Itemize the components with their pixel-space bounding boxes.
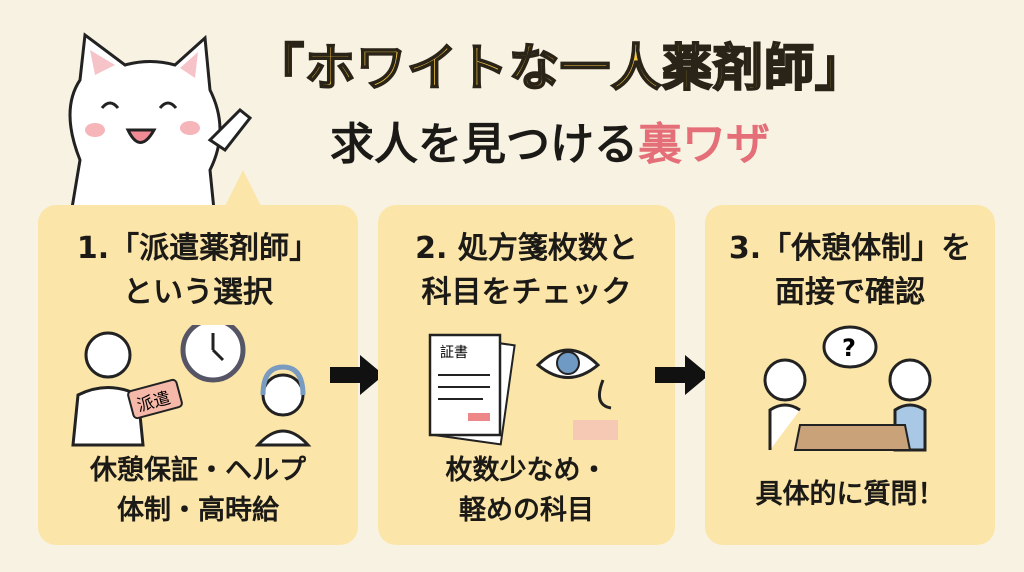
step-1-heading: 1.「派遣薬剤師」という選択 (76, 231, 320, 310)
prescription-eye-nose-icon: 証書 (428, 333, 618, 446)
svg-text:証書: 証書 (440, 345, 468, 361)
arrow-right-icon (655, 355, 709, 395)
step-2-heading: 2. 処方箋枚数と科目をチェック (415, 231, 638, 310)
step-2-footer: 枚数少なめ・軽めの科目 (445, 455, 608, 526)
arrow-right-icon (330, 355, 384, 395)
svg-text:?: ? (842, 334, 856, 362)
title-accent: 裏ワザ (638, 119, 770, 170)
step-1-footer: 休憩保証・ヘルプ体制・高時給 (90, 455, 306, 526)
step-3-footer: 具体的に質問！ (755, 479, 945, 510)
title-line-1: 「ホワイトな一人薬剤師」 (253, 38, 866, 98)
step-card-1: 1.「派遣薬剤師」という選択 派遣 休憩保証・ヘルプ体制・高時給 (38, 205, 358, 545)
cat-illustration-icon (68, 32, 253, 222)
step-3-heading: 3.「休憩体制」を面接で確認 (728, 231, 972, 310)
step-card-3: 3.「休憩体制」を面接で確認 ? 具体的に質問！ (705, 205, 995, 545)
title-main: 求人を見つける (330, 119, 638, 170)
cat-mascot (40, 30, 270, 224)
speech-pointer (225, 170, 261, 206)
dispatch-pharmacist-clock-headset-icon: 派遣 (71, 325, 312, 447)
interview-conversation-icon: ? (763, 325, 932, 452)
title-line-2: 求人を見つける裏ワザ (290, 108, 810, 172)
step-card-2: 2. 処方箋枚数と科目をチェック 証書 枚数少なめ・軽めの科目 (378, 205, 675, 545)
